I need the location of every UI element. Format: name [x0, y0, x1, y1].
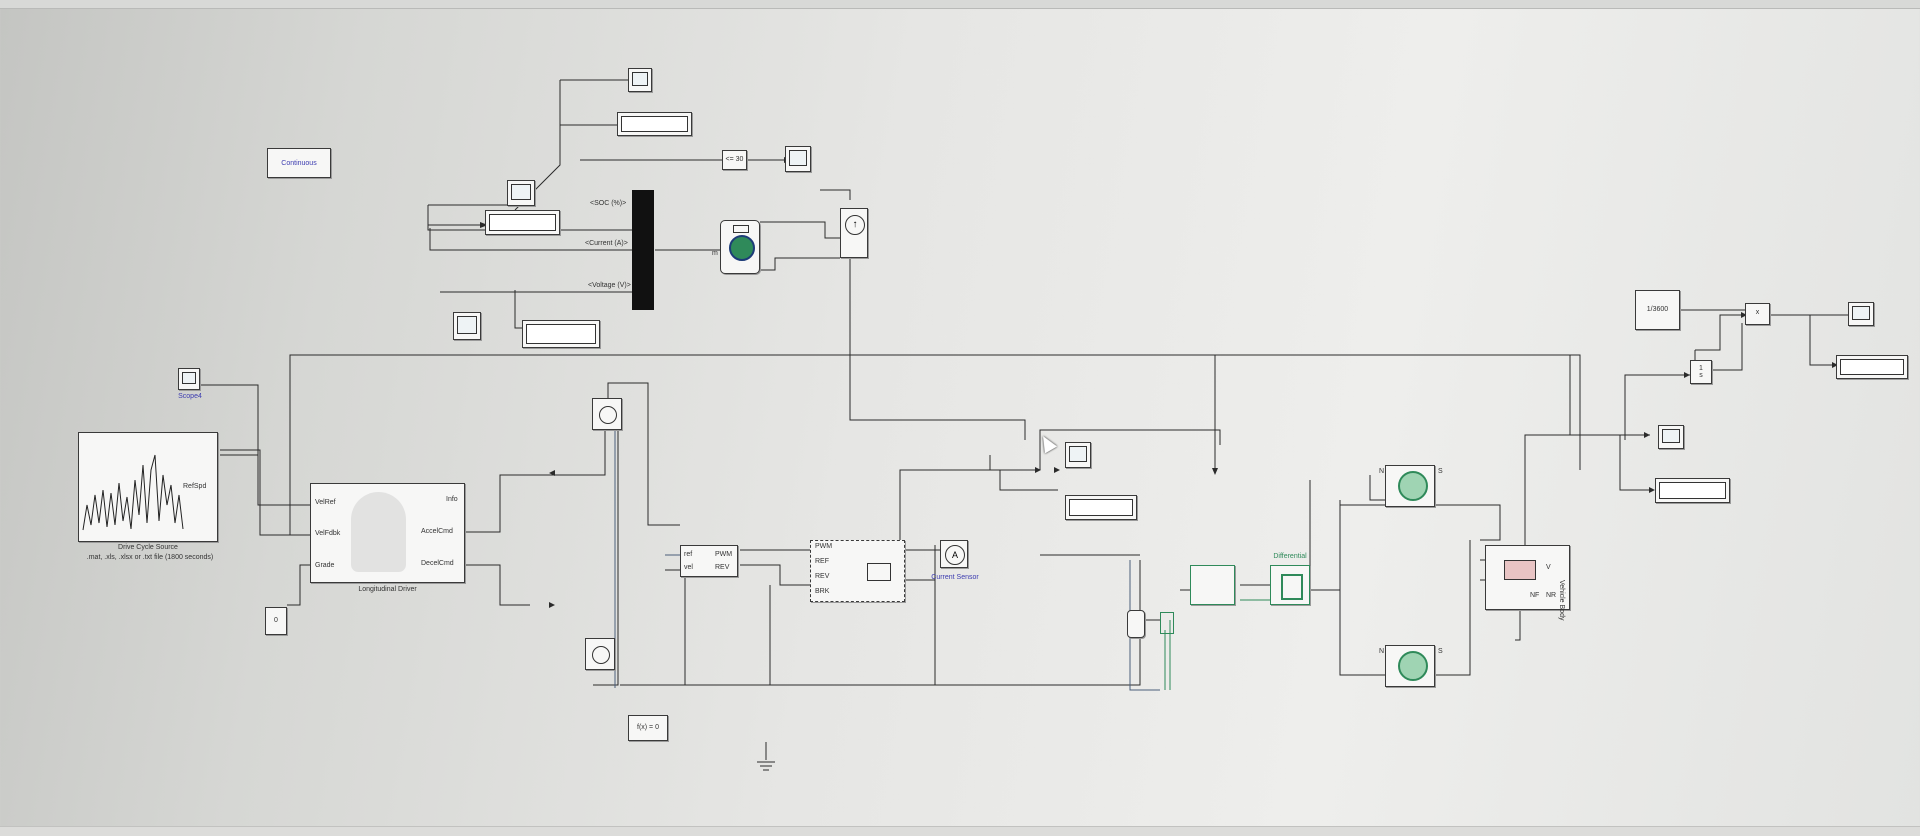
controller-out-rev: REV	[715, 564, 730, 571]
current-sensor-label: Current Sensor	[931, 574, 979, 581]
rear-wheel-in: N	[1379, 648, 1385, 655]
speed-display-block[interactable]	[1065, 495, 1137, 520]
driver-out-info: Info	[446, 496, 458, 503]
battery-icon	[729, 235, 755, 261]
pwm-port-brk: BRK	[815, 588, 830, 595]
battery-port-label: m	[712, 250, 718, 257]
vehicle-body-label: Vehicle Body	[1558, 580, 1565, 621]
vehicle-port-nr: NR	[1546, 592, 1557, 599]
soc-compare-block[interactable]: <= 30	[722, 150, 747, 170]
continuous-powergui-block[interactable]: Continuous	[267, 148, 331, 178]
vehicle-speed-scope-block[interactable]	[1658, 425, 1684, 449]
driver-out-accelcmd: AccelCmd	[421, 528, 453, 535]
drive-cycle-port-label: RefSpd	[183, 483, 207, 490]
grade-constant-value: 0	[274, 617, 278, 624]
distance-gain-block[interactable]: 1/3600	[1635, 290, 1680, 330]
h-bridge-icon	[867, 563, 891, 581]
speed-scope-block[interactable]	[1065, 442, 1091, 468]
front-wheel-block[interactable]: N S	[1379, 465, 1443, 507]
differential-block[interactable]	[1270, 565, 1310, 605]
distance-display-block[interactable]	[1836, 355, 1908, 379]
solver-configuration-block[interactable]: f(x) = 0	[628, 715, 668, 741]
controller-out-pwm: PWM	[715, 551, 733, 558]
driver-title: Longitudinal Driver	[358, 586, 417, 593]
driver-in-velfdbk: VelFdbk	[315, 530, 341, 537]
rear-wheel-block[interactable]: N S	[1379, 645, 1443, 687]
continuous-label: Continuous	[281, 160, 317, 167]
solver-config-label: f(x) = 0	[637, 724, 659, 731]
current-scope-block[interactable]	[507, 180, 535, 206]
window-bottom-edge	[0, 826, 1920, 836]
product-block[interactable]: x	[1745, 303, 1770, 325]
accel-converter-icon	[599, 406, 617, 424]
scope4-block[interactable]	[178, 368, 200, 390]
front-wheel-icon	[1398, 471, 1428, 501]
vehicle-body-block[interactable]: V NF NR	[1485, 545, 1570, 610]
window-top-edge	[0, 0, 1920, 9]
distance-scope-block[interactable]	[1848, 302, 1874, 326]
soc-display-block[interactable]	[617, 112, 692, 136]
soc-scope-block[interactable]	[628, 68, 652, 92]
voltage-scope-block[interactable]	[453, 312, 481, 340]
pwm-port-rev: REV	[815, 573, 830, 580]
longitudinal-driver-block[interactable]: VelRef VelFdbk Grade Info AccelCmd Decel…	[310, 483, 465, 583]
motor-current-sensor-block[interactable]: A	[940, 540, 968, 568]
drive-cycle-subtitle: .mat, .xls, .xlsx or .txt file (1800 sec…	[86, 554, 214, 561]
battery-cap	[733, 225, 749, 233]
voltage-display-block[interactable]	[522, 320, 600, 348]
pwm-port-pwm: PWM	[815, 543, 833, 550]
drive-cycle-preview	[82, 454, 184, 531]
rear-wheel-out: S	[1438, 648, 1443, 655]
controller-in-vel: vel	[684, 564, 693, 571]
pwm-driver-block[interactable]: PWM REF REV BRK	[810, 540, 905, 602]
product-sign: x	[1755, 309, 1760, 316]
ammeter-icon: A	[945, 545, 965, 565]
driver-out-decelcmd: DecelCmd	[421, 560, 454, 567]
drive-cycle-title: Drive Cycle Source	[118, 544, 178, 551]
decel-converter-icon	[592, 646, 610, 664]
driver-in-velref: VelRef	[315, 499, 336, 506]
vehicle-speed-display-block[interactable]	[1655, 478, 1730, 503]
scope4-label: Scope4	[178, 393, 202, 400]
current-sensor-icon: ↑	[845, 215, 865, 235]
driver-in-grade: Grade	[315, 562, 335, 569]
bus-current-label: <Current (A)>	[585, 240, 628, 247]
accel-converter-block[interactable]	[592, 398, 622, 430]
grade-constant-block[interactable]: 0	[265, 607, 287, 635]
gear-box-block[interactable]	[1190, 565, 1235, 605]
front-wheel-out: S	[1438, 468, 1443, 475]
vehicle-port-nf: NF	[1530, 592, 1540, 599]
current-display-block[interactable]	[485, 210, 560, 235]
pwm-port-ref: REF	[815, 558, 829, 565]
ground-icon	[760, 740, 772, 770]
decel-converter-block[interactable]	[585, 638, 615, 670]
soc-compare-label: <= 30	[725, 156, 744, 163]
differential-icon	[1281, 574, 1303, 600]
vehicle-port-v: V	[1546, 564, 1551, 571]
battery-block[interactable]	[720, 220, 760, 274]
soc-compare-scope-block[interactable]	[785, 146, 811, 172]
distance-gain-value: 1/3600	[1646, 306, 1669, 313]
battery-current-sensor-block[interactable]: ↑	[840, 208, 868, 258]
bus-selector-bar[interactable]	[632, 190, 654, 310]
rear-wheel-icon	[1398, 651, 1428, 681]
motor-shaft-sensor	[1160, 612, 1174, 634]
driver-figure-icon	[351, 492, 406, 572]
drive-cycle-source-block[interactable]: RefSpd	[78, 432, 218, 542]
vehicle-body-icon	[1504, 560, 1536, 580]
dc-motor-block[interactable]	[1127, 610, 1145, 638]
bus-soc-label: <SOC (%)>	[590, 200, 627, 207]
differential-label: Differential	[1273, 553, 1307, 560]
controller-block[interactable]: ref vel PWM REV	[680, 545, 738, 577]
bus-voltage-label: <Voltage (V)>	[588, 282, 631, 289]
front-wheel-in: N	[1379, 468, 1385, 475]
controller-in-ref: ref	[684, 551, 693, 558]
